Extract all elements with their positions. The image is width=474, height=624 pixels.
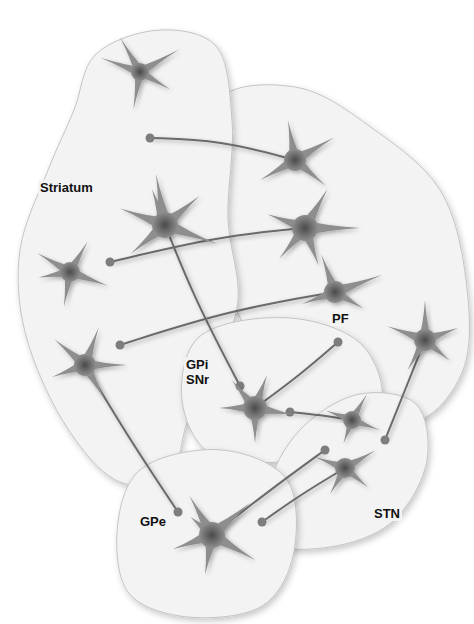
- soma: [60, 262, 80, 282]
- soma: [324, 281, 346, 303]
- region-label: PF: [330, 311, 351, 326]
- axon: [255, 342, 338, 408]
- axon: [110, 228, 305, 262]
- region-label: GPe: [138, 514, 168, 529]
- soma: [335, 458, 355, 478]
- axon-terminal: [334, 338, 343, 347]
- neuron: [173, 496, 256, 574]
- axon-terminal: [146, 134, 155, 143]
- neuron: [267, 189, 360, 266]
- axon: [262, 468, 345, 522]
- axon: [165, 225, 240, 386]
- axon-terminal: [381, 436, 390, 445]
- soma: [414, 329, 436, 351]
- soma: [343, 411, 361, 429]
- axon-terminal: [116, 341, 125, 350]
- neuron: [315, 451, 375, 494]
- neuron: [52, 327, 127, 399]
- soma: [199, 522, 225, 548]
- soma: [292, 215, 318, 241]
- axon: [120, 292, 335, 345]
- soma: [131, 63, 149, 81]
- axon-terminal: [174, 508, 183, 517]
- soma: [152, 212, 178, 238]
- soma: [284, 149, 306, 171]
- axon-terminal: [258, 518, 267, 527]
- neuron: [37, 242, 107, 307]
- axon-terminal: [106, 258, 115, 267]
- axon: [150, 138, 295, 160]
- neuron: [260, 121, 334, 186]
- neuron: [302, 254, 382, 308]
- neuron: [101, 37, 179, 109]
- soma: [243, 396, 267, 420]
- neuron: [387, 300, 457, 370]
- region-label: GPi SNr: [184, 357, 211, 387]
- neuron: [219, 375, 294, 443]
- soma: [74, 354, 96, 376]
- region-label: Striatum: [38, 180, 95, 195]
- axon-terminal: [321, 446, 330, 455]
- neuron: [326, 394, 381, 443]
- brain-region: [117, 450, 297, 618]
- axon-terminal: [286, 408, 295, 417]
- region-label: STN: [372, 506, 402, 521]
- neuron: [120, 174, 217, 254]
